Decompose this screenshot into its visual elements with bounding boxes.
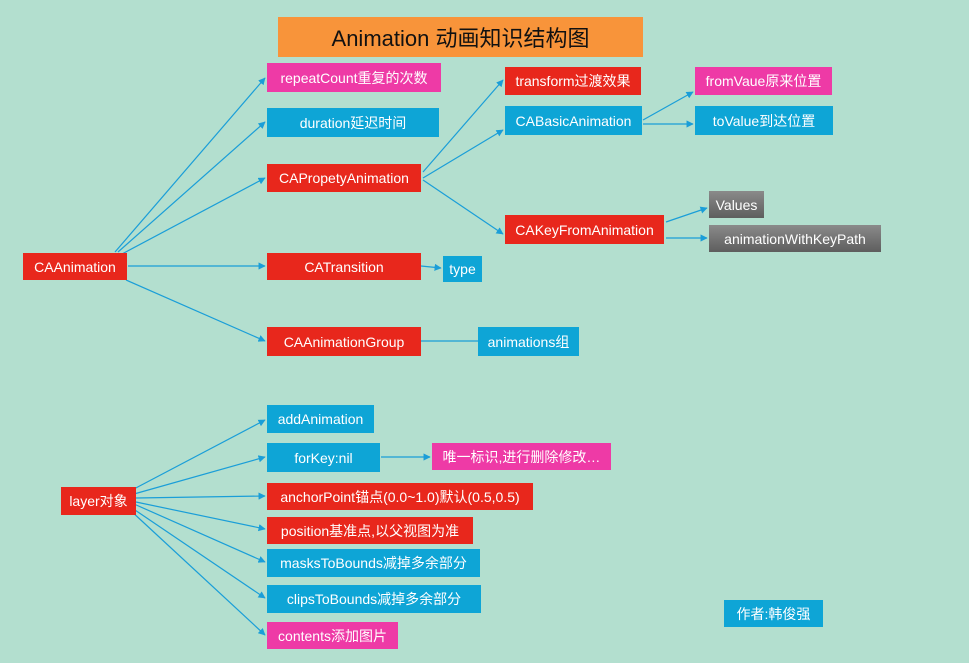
edge-caanimation-duration xyxy=(117,121,266,253)
node-cabasic: CABasicAnimation xyxy=(505,106,642,135)
node-capropety: CAPropetyAnimation xyxy=(267,164,421,192)
node-position: position基准点,以父视图为准 xyxy=(267,517,473,544)
node-cagroup: CAAnimationGroup xyxy=(267,327,421,356)
edge-layer-addanimation xyxy=(131,419,266,491)
edge-layer-maskstobounds xyxy=(133,503,266,563)
node-anchorpoint: anchorPoint锚点(0.0~1.0)默认(0.5,0.5) xyxy=(267,483,533,510)
edge-catransition-type xyxy=(420,263,442,271)
edge-caanimation-cagroup xyxy=(125,279,266,342)
edge-capropety-transform xyxy=(422,79,504,173)
node-transform: transform过渡效果 xyxy=(505,67,641,95)
node-maskstobounds: masksToBounds减掉多余部分 xyxy=(267,549,480,577)
edge-capropety-cakeyframe xyxy=(422,179,504,235)
edge-layer-forkey xyxy=(133,455,266,495)
node-type: type xyxy=(443,256,482,282)
node-layer: layer对象 xyxy=(61,487,136,515)
edge-capropety-cabasic xyxy=(422,129,504,179)
node-animations: animations组 xyxy=(478,327,579,356)
edge-caanimation-capropety xyxy=(121,177,266,255)
edge-caanimation-repeatcount xyxy=(114,77,266,253)
node-clipstobounds: clipsToBounds减掉多余部分 xyxy=(267,585,481,613)
edge-cabasic-fromvalue xyxy=(642,91,694,121)
node-repeatcount: repeatCount重复的次数 xyxy=(267,63,441,92)
node-unique: 唯一标识,进行删除修改… xyxy=(432,443,611,470)
node-contents: contents添加图片 xyxy=(267,622,398,649)
node-addanimation: addAnimation xyxy=(267,405,374,433)
node-tovalue: toValue到达位置 xyxy=(695,106,833,135)
edge-layer-position xyxy=(135,501,266,532)
node-duration: duration延迟时间 xyxy=(267,108,439,137)
node-keypath: animationWithKeyPath xyxy=(709,225,881,252)
diagram-title: Animation 动画知识结构图 xyxy=(278,17,643,57)
node-caanimation: CAAnimation xyxy=(23,253,127,280)
edge-layer-contents xyxy=(129,509,266,636)
author-label: 作者:韩俊强 xyxy=(724,600,823,627)
node-forkey: forKey:nil xyxy=(267,443,380,472)
node-values: Values xyxy=(709,191,764,218)
edge-layer-clipstobounds xyxy=(131,507,266,599)
edge-layer-anchorpoint xyxy=(135,492,266,500)
node-fromvalue: fromVaue原来位置 xyxy=(695,67,832,95)
node-cakeyframe: CAKeyFromAnimation xyxy=(505,215,664,244)
node-catransition: CATransition xyxy=(267,253,421,280)
edge-cakeyframe-values xyxy=(665,206,708,223)
